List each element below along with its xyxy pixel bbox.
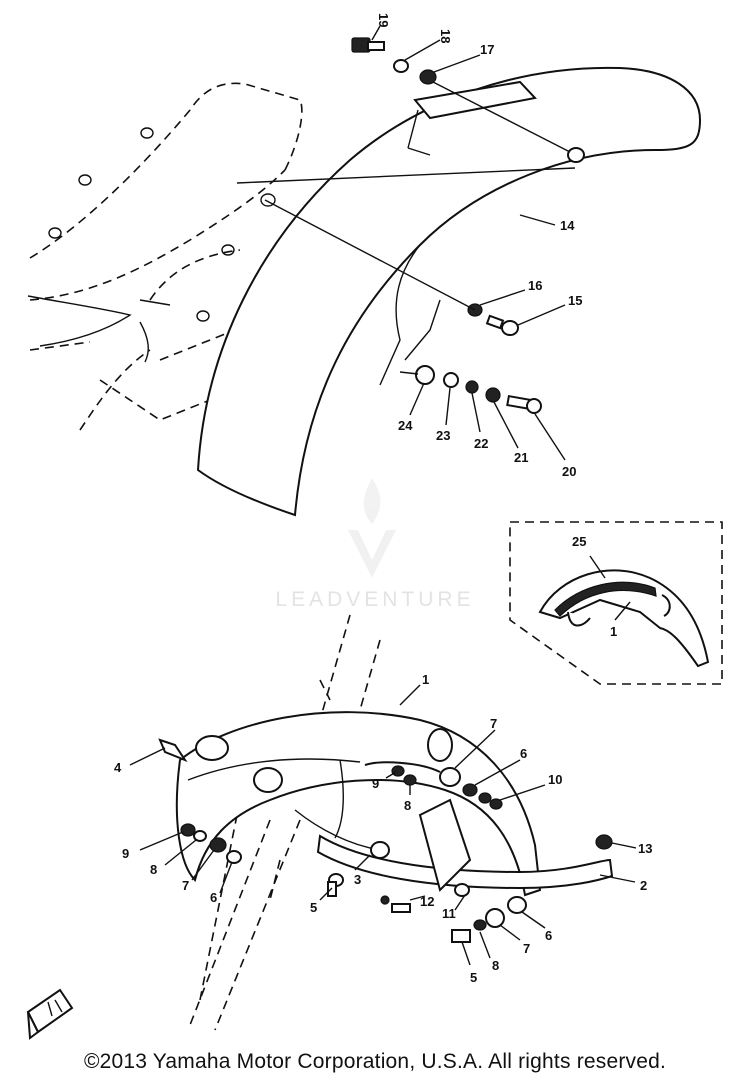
callout-20: 20 <box>562 464 576 479</box>
watermark-logo <box>348 478 396 578</box>
watermark-text: LEADVENTURE <box>275 588 475 611</box>
callout-17: 17 <box>480 42 494 57</box>
callout-10: 10 <box>548 772 562 787</box>
callout-8-c: 8 <box>492 958 499 973</box>
callout-23: 23 <box>436 428 450 443</box>
callout-1: 1 <box>422 672 429 687</box>
callout-4: 4 <box>114 760 122 775</box>
callout-5-b: 5 <box>470 970 477 985</box>
callout-13: 13 <box>638 841 652 856</box>
callout-14: 14 <box>560 218 575 233</box>
callout-21: 21 <box>514 450 528 465</box>
copyright-footer: ©2013 Yamaha Motor Corporation, U.S.A. A… <box>83 1050 667 1073</box>
callout-15: 15 <box>568 293 582 308</box>
callout-6-a: 6 <box>520 746 527 761</box>
callout-7-a: 7 <box>490 716 497 731</box>
callout-7-c: 7 <box>523 941 530 956</box>
callout-7-b: 7 <box>182 878 189 893</box>
callout-9-a: 9 <box>372 776 379 791</box>
callout-24: 24 <box>398 418 413 433</box>
callout-6-c: 6 <box>545 928 552 943</box>
front-fasteners <box>180 765 613 943</box>
rear-fender <box>196 66 702 517</box>
inset-front-fender <box>509 521 723 685</box>
callout-5-a: 5 <box>310 900 317 915</box>
callout-22: 22 <box>474 436 488 451</box>
rear-fasteners <box>264 37 571 414</box>
callout-18: 18 <box>438 29 453 43</box>
callout-9-b: 9 <box>122 846 129 861</box>
front-leaders <box>129 684 637 966</box>
callout-1-inset: 1 <box>610 624 617 639</box>
callout-labels: 19 18 17 14 16 15 24 23 22 21 20 25 1 1 … <box>114 13 652 985</box>
top-leaders <box>371 25 566 461</box>
callout-11: 11 <box>442 906 456 921</box>
front-fender <box>158 711 614 897</box>
callout-8-b: 8 <box>150 862 157 877</box>
callout-19: 19 <box>376 13 391 27</box>
callout-3: 3 <box>354 872 361 887</box>
rear-frame <box>27 82 303 431</box>
callout-25: 25 <box>572 534 586 549</box>
callout-16: 16 <box>528 278 542 293</box>
callout-2: 2 <box>640 878 647 893</box>
callout-12: 12 <box>420 894 434 909</box>
forward-arrow-icon <box>26 988 74 1040</box>
callout-8-a: 8 <box>404 798 411 813</box>
callout-6-b: 6 <box>210 890 217 905</box>
